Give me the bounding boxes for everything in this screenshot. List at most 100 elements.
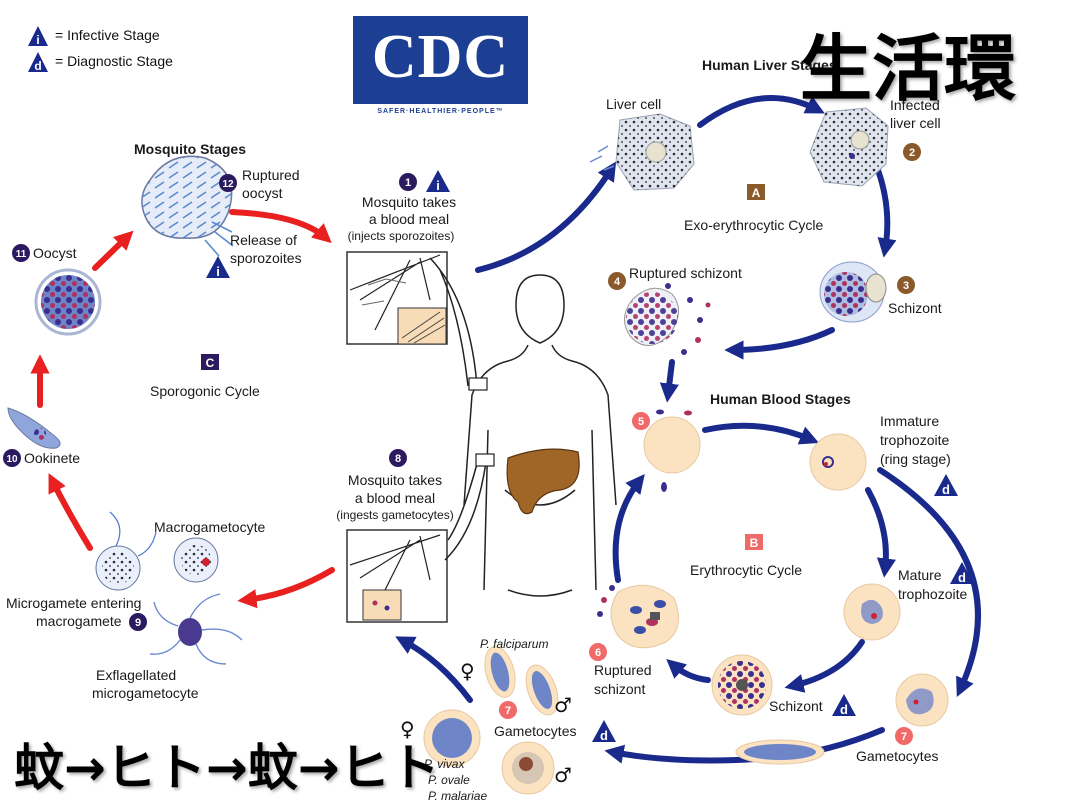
female-symbol-lower: ♀	[400, 717, 415, 741]
cycle-c-box: C	[201, 354, 219, 370]
ookinete-label: Ookinete	[24, 450, 81, 466]
oocyst	[34, 268, 102, 336]
svg-text:A: A	[752, 186, 761, 200]
microgamete-entering-line2: macrogamete	[36, 613, 122, 629]
stage8-line2: a blood meal	[354, 490, 436, 506]
svg-text:i: i	[216, 264, 220, 279]
cycle-a-box: A	[747, 184, 765, 200]
cdc-logo: CDC SAFER·HEALTHIER·PEOPLE™	[353, 16, 528, 126]
diagnostic-icon-mature: d	[950, 562, 974, 585]
bite-site-marker-upper	[468, 377, 488, 391]
ruptured-blood-schizont-line2: schizont	[594, 681, 646, 697]
diagnostic-icon-ring: d	[934, 474, 958, 497]
macrogametocyte-label: Macrogametocyte	[154, 519, 266, 535]
svg-text:i: i	[436, 178, 440, 193]
badge-6: 6	[589, 643, 607, 661]
stage-triangles: i d i i d d d d	[28, 26, 974, 743]
ruptured-oocyst-line1: Ruptured	[242, 167, 300, 183]
badge-4: 4	[608, 272, 626, 290]
exflagellated-microgametocyte	[149, 593, 243, 665]
badge-1: 1	[399, 173, 417, 191]
sex-symbols: ♀ ♂ ♀ ♂	[400, 659, 572, 787]
mosquito-box-top	[346, 251, 448, 345]
svg-text:11: 11	[16, 249, 27, 260]
svg-text:5: 5	[638, 416, 644, 428]
svg-text:1: 1	[405, 177, 411, 189]
badge-2: 2	[903, 143, 921, 161]
cdc-logo-tagline: SAFER·HEALTHIER·PEOPLE™	[377, 108, 504, 115]
badge-7-left: 7	[499, 701, 517, 719]
human-liver-stages-heading: Human Liver Stages	[702, 57, 837, 73]
species-malariae: P. malariae	[428, 789, 488, 803]
legend-infective-label: = Infective Stage	[55, 27, 160, 43]
overlay-title: 生活環	[800, 27, 1017, 111]
badge-7-right: 7	[895, 727, 913, 745]
cdc-logo-band	[353, 104, 528, 126]
badge-3: 3	[897, 276, 915, 294]
stage1-note: (injects sporozoites)	[347, 229, 455, 243]
release-sporozoites-line2: sporozoites	[230, 250, 302, 266]
svg-text:i: i	[36, 33, 39, 47]
cdc-logo-letters: CDC	[371, 23, 510, 91]
svg-text:4: 4	[614, 276, 621, 288]
badge-8: 8	[389, 449, 407, 467]
species-ovale: P. ovale	[428, 773, 470, 787]
blood-schizont-rbc	[711, 654, 773, 716]
ring-stage-rbc	[809, 433, 867, 491]
human-blood-stages-heading: Human Blood Stages	[710, 391, 851, 407]
svg-text:d: d	[600, 728, 608, 743]
falciparum-gametocytes	[484, 646, 559, 716]
ruptured-blood-schizont	[597, 584, 679, 649]
human-figure	[429, 257, 617, 597]
stage-badges: 1 2 3 4 5 6 7 7 8 9 10 11 12	[3, 143, 921, 745]
gametocyte-rbc-right	[895, 673, 949, 727]
overlay-subtitle: 蚊→ヒト→蚊→ヒト	[14, 739, 440, 797]
mosquito-cycle-arrows	[30, 209, 335, 609]
legend-infective-icon: i	[28, 26, 48, 47]
mature-trophozoite-line2: trophozoite	[898, 586, 968, 602]
badge-11: 11	[12, 244, 30, 262]
svg-text:d: d	[34, 59, 41, 73]
svg-text:8: 8	[395, 453, 401, 465]
erythrocytic-cycle-label: Erythrocytic Cycle	[690, 562, 803, 578]
badge-9: 9	[129, 613, 147, 631]
exflagellated-line2: microgametocyte	[92, 685, 199, 701]
mosquito-stages-heading: Mosquito Stages	[134, 141, 247, 157]
sporogonic-cycle-label: Sporogonic Cycle	[150, 383, 260, 399]
vivax-gametocytes	[423, 709, 555, 795]
liver-cell-label: Liver cell	[606, 96, 662, 112]
infective-icon-s1: i	[426, 170, 450, 193]
svg-text:10: 10	[6, 454, 18, 465]
svg-text:2: 2	[909, 147, 915, 159]
svg-text:B: B	[750, 536, 759, 550]
ruptured-oocyst-line2: oocyst	[242, 185, 283, 201]
badge-5: 5	[632, 412, 650, 430]
species-falciparum: P. falciparum	[480, 637, 549, 651]
svg-text:d: d	[958, 570, 966, 585]
gametocytes-right-label: Gametocytes	[856, 748, 939, 764]
elongated-gametocyte	[735, 739, 825, 765]
oocyst-label: Oocyst	[33, 245, 77, 261]
svg-text:7: 7	[505, 705, 511, 717]
stage1-line2: a blood meal	[368, 211, 450, 227]
immature-trophozoite-line3: (ring stage)	[880, 451, 951, 467]
ruptured-liver-schizont	[624, 283, 711, 355]
liver-schizont	[819, 261, 887, 323]
rbc-merozoite-entry	[643, 409, 701, 492]
svg-text:12: 12	[222, 179, 234, 190]
ookinete	[7, 407, 61, 449]
liver-schizont-label: Schizont	[888, 300, 942, 316]
exflagellated-line1: Exflagellated	[96, 667, 177, 683]
svg-text:7: 7	[901, 731, 907, 743]
liver-organ	[506, 448, 580, 515]
female-symbol-upper: ♀	[460, 659, 475, 683]
svg-text:d: d	[942, 482, 950, 497]
infected-liver-cell-line1: Infected	[890, 97, 940, 113]
blood-schizont-label: Schizont	[769, 698, 823, 714]
immature-trophozoite-line1: Immature	[880, 413, 940, 429]
immature-trophozoite-line2: trophozoite	[880, 432, 950, 448]
release-sporozoites-line1: Release of	[230, 232, 297, 248]
svg-text:d: d	[840, 702, 848, 717]
